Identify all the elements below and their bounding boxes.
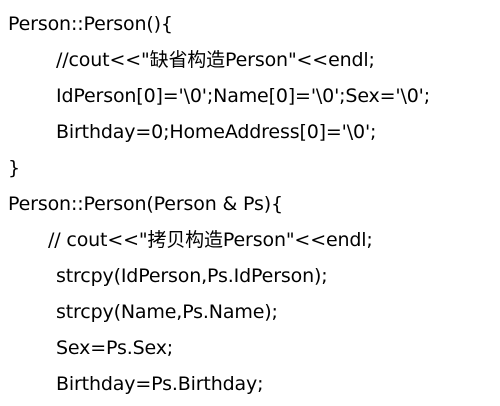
code-line: Birthday=0;HomeAddress[0]='\0';: [56, 121, 377, 143]
code-line: Person::Person(){: [8, 13, 173, 35]
code-line: //cout<<"缺省构造Person"<<endl;: [56, 49, 375, 71]
code-line: strcpy(IdPerson,Ps.IdPerson);: [56, 265, 328, 287]
code-line: strcpy(Name,Ps.Name);: [56, 301, 278, 323]
code-line: // cout<<"拷贝构造Person"<<endl;: [48, 229, 373, 251]
code-line: Sex=Ps.Sex;: [56, 337, 174, 359]
code-line: }: [8, 157, 20, 179]
code-line: IdPerson[0]='\0';Name[0]='\0';Sex='\0';: [56, 85, 430, 107]
code-line: Birthday=Ps.Birthday;: [56, 373, 264, 395]
code-line: Person::Person(Person & Ps){: [8, 193, 283, 215]
